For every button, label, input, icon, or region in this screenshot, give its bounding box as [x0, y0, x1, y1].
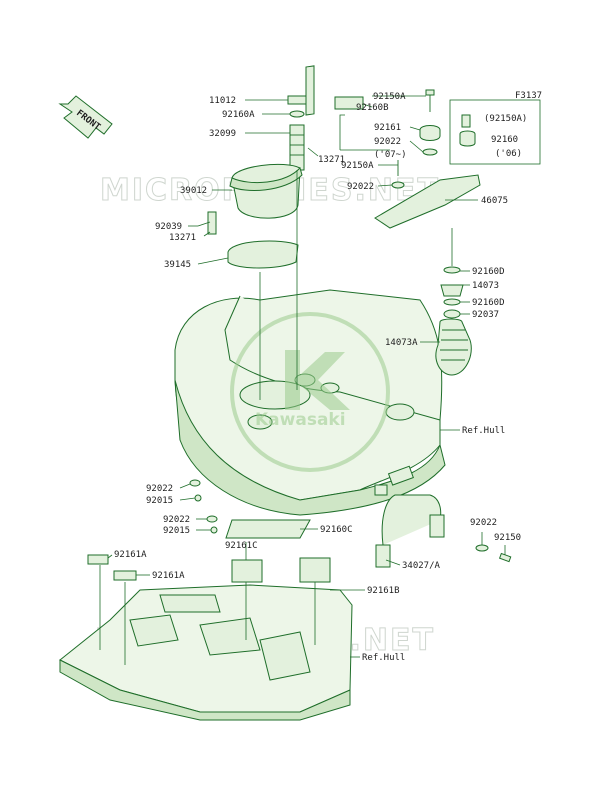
washers-and-decals: [87, 479, 331, 583]
label-92022-e: 92022: [470, 518, 497, 528]
label-92161: 92161: [374, 123, 401, 133]
label-92150A-b: 92150A: [341, 161, 374, 171]
label-92161B: 92161B: [367, 586, 400, 596]
label-32099: 32099: [209, 129, 236, 139]
storage-box-parts: [197, 65, 315, 269]
front-arrow-icon: FRONT: [58, 95, 113, 139]
handle-parts: [334, 89, 481, 376]
label-39012: 39012: [180, 186, 207, 196]
label-92161A-b: 92161A: [152, 571, 185, 581]
label-14073: 14073: [472, 281, 499, 291]
lower-hull: [59, 584, 353, 721]
label-46075: 46075: [481, 196, 508, 206]
label-ref-hull-2: Ref.Hull: [362, 653, 405, 663]
label-14073A: 14073A: [385, 338, 418, 348]
label-39145: 39145: [164, 260, 191, 270]
decal-92161A-2: [113, 570, 137, 581]
label-92022-d: 92022: [163, 515, 190, 525]
decal-92161A-1: [87, 554, 109, 565]
part-labels: 11012 92160A 32099 13271 39012 92039 132…: [114, 92, 527, 663]
bracket-07: [339, 114, 390, 151]
label-92039: 92039: [155, 222, 182, 232]
decal-92161B: [299, 557, 331, 583]
boarding-step: [375, 494, 512, 568]
figure-code: F3137: [515, 91, 542, 101]
label-07: ('07~): [374, 150, 407, 160]
label-92161C: 92161C: [225, 541, 258, 551]
label-92037: 92037: [472, 310, 499, 320]
label-92022-a: 92022: [374, 137, 401, 147]
label-92022-c: 92022: [146, 484, 173, 494]
label-92022-b: 92022: [347, 182, 374, 192]
label-92160: 92160: [491, 135, 518, 145]
label-92150A-a: 92150A: [373, 92, 406, 102]
label-06: ('06): [495, 149, 522, 159]
label-13271-a: 13271: [318, 155, 345, 165]
label-92150: 92150: [494, 533, 521, 543]
kawasaki-logo: Kawasaki: [230, 312, 390, 472]
logo-text: Kawasaki: [255, 410, 346, 430]
label-92015-b: 92015: [163, 526, 190, 536]
label-34027A: 34027/A: [402, 561, 441, 571]
label-92160A: 92160A: [222, 110, 255, 120]
decal-92161C: [231, 559, 263, 583]
label-92160D-b: 92160D: [472, 298, 505, 308]
label-92150A-paren: (92150A): [484, 114, 527, 124]
label-92160C: 92160C: [320, 525, 353, 535]
label-13271-b: 13271: [169, 233, 196, 243]
label-92160D-a: 92160D: [472, 267, 505, 277]
bracket-06: [449, 99, 541, 165]
label-92160B: 92160B: [356, 103, 389, 113]
label-ref-hull-1: Ref.Hull: [462, 426, 505, 436]
decal-92160C: [225, 519, 311, 539]
leader-lines: [99, 95, 506, 665]
label-92015-a: 92015: [146, 496, 173, 506]
hull-deck: [174, 289, 446, 516]
label-92161A-a: 92161A: [114, 550, 147, 560]
label-11012: 11012: [209, 96, 236, 106]
